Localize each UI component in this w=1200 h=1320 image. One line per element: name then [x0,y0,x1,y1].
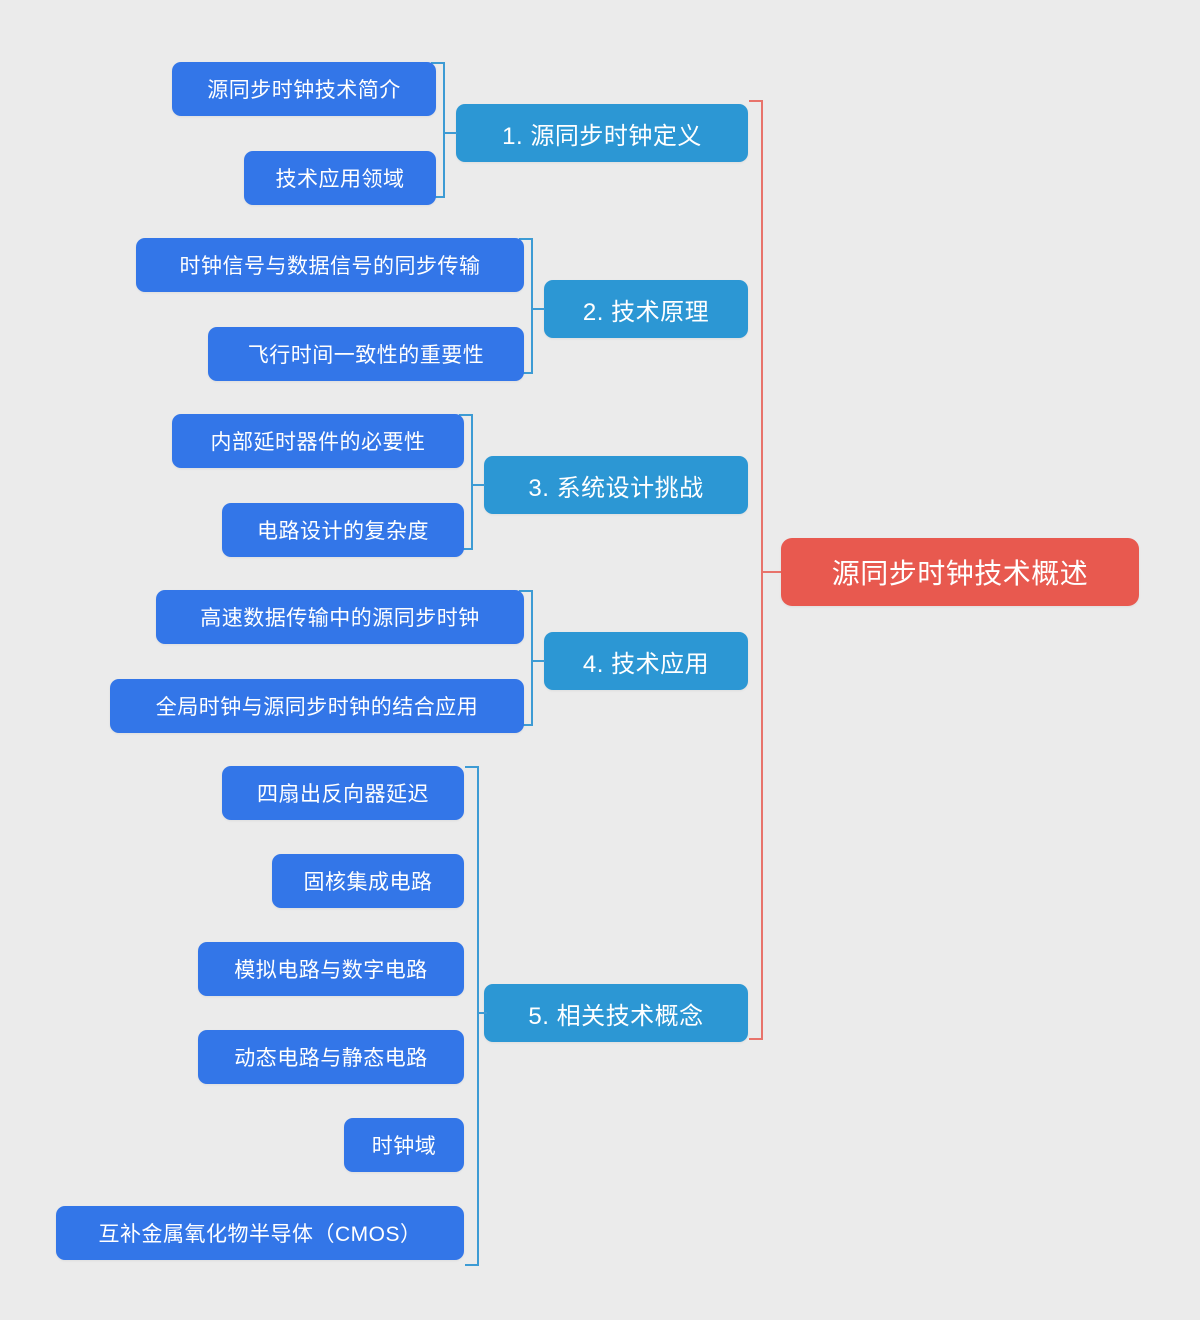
leaf-node-2-1-label: 时钟信号与数据信号的同步传输 [179,255,481,278]
leaf-node-4-1[interactable]: 高速数据传输中的源同步时钟 [156,590,524,644]
branch-3-bracket-cap-bottom [459,548,473,550]
branch-2-bracket-cap-top [519,238,533,240]
leaf-node-1-1[interactable]: 源同步时钟技术简介 [172,62,436,116]
branch-2-bracket-cap-bottom [519,372,533,374]
branch-node-3[interactable]: 3. 系统设计挑战 [484,456,748,514]
leaf-node-5-2-label: 固核集成电路 [303,871,433,894]
branch-node-5[interactable]: 5. 相关技术概念 [484,984,748,1042]
branch-1-bracket-cap-bottom [431,196,445,198]
branch-2-bracket-stub [531,308,545,310]
branch-node-5-label: 5. 相关技术概念 [528,1002,704,1030]
branch-4-bracket-vertical [531,590,533,726]
branch-3-bracket-cap-top [459,414,473,416]
leaf-node-5-2[interactable]: 固核集成电路 [272,854,464,908]
branch-5-bracket-cap-bottom [465,1264,479,1266]
root-node-label: 源同步时钟技术概述 [831,558,1089,589]
branch-5-bracket-vertical [477,766,479,1266]
leaf-node-3-2[interactable]: 电路设计的复杂度 [222,503,464,557]
branch-node-3-label: 3. 系统设计挑战 [528,474,704,502]
branch-5-bracket-stub [477,1012,487,1014]
leaf-node-5-5[interactable]: 时钟域 [344,1118,464,1172]
leaf-node-5-6-label: 互补金属氧化物半导体（CMOS） [98,1223,422,1246]
branch-node-4-label: 4. 技术应用 [582,650,710,678]
leaf-node-5-1-label: 四扇出反向器延迟 [257,783,429,806]
branch-4-bracket-cap-top [519,590,533,592]
leaf-node-2-2[interactable]: 飞行时间一致性的重要性 [208,327,524,381]
branch-4-bracket-stub [531,660,545,662]
leaf-node-5-4[interactable]: 动态电路与静态电路 [198,1030,464,1084]
branch-node-1[interactable]: 1. 源同步时钟定义 [456,104,748,162]
leaf-node-4-2[interactable]: 全局时钟与源同步时钟的结合应用 [110,679,524,733]
branch-node-4[interactable]: 4. 技术应用 [544,632,748,690]
branch-node-1-label: 1. 源同步时钟定义 [502,122,702,150]
leaf-node-1-2[interactable]: 技术应用领域 [244,151,436,205]
root-node[interactable]: 源同步时钟技术概述 [781,538,1139,606]
leaf-node-5-4-label: 动态电路与静态电路 [234,1047,428,1070]
branch-4-bracket-cap-bottom [519,724,533,726]
branch-5-bracket-cap-top [465,766,479,768]
leaf-node-5-3[interactable]: 模拟电路与数字电路 [198,942,464,996]
leaf-node-4-1-label: 高速数据传输中的源同步时钟 [200,607,480,630]
branch-1-bracket-cap-top [431,62,445,64]
trunk-to-root-stub [761,571,781,573]
leaf-node-3-2-label: 电路设计的复杂度 [257,520,429,543]
leaf-node-5-1[interactable]: 四扇出反向器延迟 [222,766,464,820]
branch-3-bracket-stub [471,484,485,486]
leaf-node-5-3-label: 模拟电路与数字电路 [234,959,428,982]
branch-3-bracket-vertical [471,414,473,550]
trunk-cap-top [749,100,763,102]
leaf-node-1-1-label: 源同步时钟技术简介 [207,79,401,102]
branch-1-bracket-vertical [443,62,445,198]
trunk-cap-bottom [749,1038,763,1040]
branch-node-2[interactable]: 2. 技术原理 [544,280,748,338]
leaf-node-4-2-label: 全局时钟与源同步时钟的结合应用 [155,696,479,719]
leaf-node-1-2-label: 技术应用领域 [275,168,405,191]
branch-2-bracket-vertical [531,238,533,374]
leaf-node-2-1[interactable]: 时钟信号与数据信号的同步传输 [136,238,524,292]
leaf-node-5-5-label: 时钟域 [371,1135,437,1158]
leaf-node-2-2-label: 飞行时间一致性的重要性 [247,344,485,367]
leaf-node-3-1-label: 内部延时器件的必要性 [210,431,426,454]
branch-1-bracket-stub [443,132,457,134]
branch-node-2-label: 2. 技术原理 [582,298,710,326]
trunk-vertical-line [761,100,763,1040]
leaf-node-5-6[interactable]: 互补金属氧化物半导体（CMOS） [56,1206,464,1260]
leaf-node-3-1[interactable]: 内部延时器件的必要性 [172,414,464,468]
